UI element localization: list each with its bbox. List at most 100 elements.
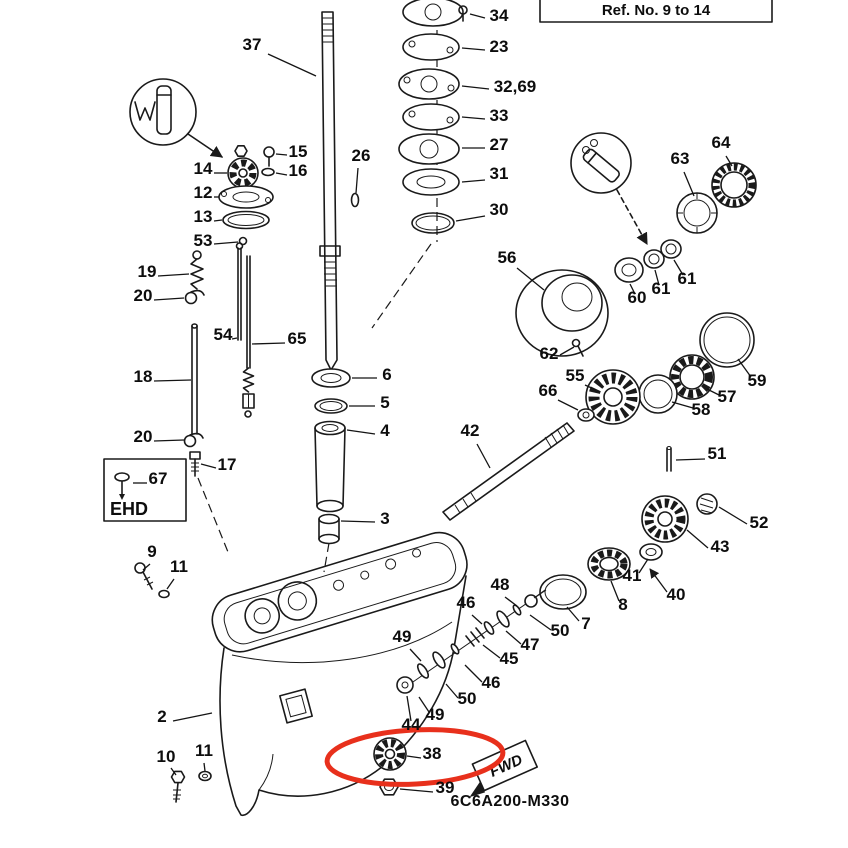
part-label-9: 9 [147, 542, 156, 561]
part-label-50: 50 [458, 689, 477, 708]
ref-note-box: Ref. No. 9 to 14 [539, 0, 773, 23]
leader-line-30 [455, 215, 486, 222]
part-label-15: 15 [289, 142, 308, 161]
leader-line-8 [610, 580, 620, 602]
part-label-37: 37 [243, 35, 262, 54]
hardware-row [396, 589, 547, 694]
washer-11-upper [158, 589, 170, 599]
part-label-2: 2 [157, 707, 166, 726]
leader-line-17 [200, 463, 217, 469]
leader-line-44 [406, 695, 412, 722]
leader-line-11 [166, 578, 175, 590]
ref-note-text: Ref. No. 9 to 14 [602, 2, 711, 19]
part-label-56: 56 [498, 248, 517, 267]
part-label-23: 23 [490, 37, 509, 56]
part-label-3: 3 [380, 509, 389, 528]
part-label-63: 63 [671, 149, 690, 168]
ehd-clip-box: EHD [103, 458, 187, 522]
gearcase-body [219, 575, 467, 816]
part-label-4: 4 [380, 421, 390, 440]
leader-line-59 [737, 358, 752, 378]
part-label-41: 41 [623, 566, 642, 585]
part-label-50: 50 [551, 621, 570, 640]
part-label-33: 33 [490, 106, 509, 125]
glue-detail-circle [570, 132, 648, 246]
leader-line-4 [346, 429, 376, 435]
part-label-47: 47 [521, 635, 540, 654]
leader-line-48 [504, 596, 518, 607]
leader-line-50 [445, 683, 459, 699]
pin-26 [350, 192, 360, 208]
grease-arrow [187, 133, 223, 158]
part-label-61: 61 [652, 279, 671, 298]
alignment-dash-1 [371, 243, 432, 329]
part-label-17: 17 [218, 455, 237, 474]
leader-line-16 [275, 172, 288, 176]
leader-line-66 [557, 399, 579, 411]
leader-line-31 [461, 179, 486, 183]
part-label-46: 46 [457, 593, 476, 612]
leader-line-55 [584, 384, 597, 391]
leader-line-46 [471, 614, 483, 625]
fwd-tag: FWD [469, 739, 538, 798]
leader-line-60 [629, 283, 636, 295]
leader-line-38 [406, 755, 422, 759]
leader-line-13 [213, 219, 223, 222]
part-label-16: 16 [289, 161, 308, 180]
leader-line-62 [559, 346, 575, 356]
leader-line-43 [686, 529, 709, 549]
drive-shaft [319, 11, 341, 371]
leader-line-51 [675, 458, 706, 461]
leader-line-61 [673, 259, 684, 276]
glue-tube-icon [582, 148, 620, 183]
forward-gear-group [577, 312, 755, 425]
gear-38 [373, 737, 407, 771]
shift-rod-group [183, 242, 255, 477]
part-label-52: 52 [750, 513, 769, 532]
leader-line-63 [683, 171, 695, 197]
part-label-43: 43 [711, 537, 730, 556]
leader-line-19 [157, 273, 190, 277]
leader-line-45 [482, 644, 501, 659]
fwd-arrow-icon [469, 781, 486, 798]
leader-line-9 [142, 563, 151, 571]
leader-line-47 [505, 630, 522, 645]
leader-line-65 [251, 342, 286, 345]
leader-line-57 [706, 388, 720, 396]
part-label-65: 65 [288, 329, 307, 348]
leader-line-49 [409, 648, 422, 662]
part-code: 6C6A200-M330 [451, 793, 570, 810]
leader-line-41 [638, 558, 649, 574]
part-label-66: 66 [539, 381, 558, 400]
leader-line-11 [203, 762, 206, 772]
nut-11-lower [198, 770, 212, 782]
part-label-7: 7 [581, 614, 590, 633]
part-label-49: 49 [393, 627, 412, 646]
leader-line-15 [275, 153, 288, 156]
part-label-20: 20 [134, 286, 153, 305]
prop-shaft [442, 422, 575, 521]
part-label-42: 42 [461, 421, 480, 440]
leader-line-20 [153, 297, 185, 301]
part-label-39: 39 [436, 778, 455, 797]
leader-line-52 [718, 506, 748, 525]
part-label-18: 18 [134, 367, 153, 386]
part-label-40: 40 [667, 585, 686, 604]
part-label-32,69: 32,69 [494, 77, 537, 96]
part-label-34: 34 [490, 6, 509, 25]
part-label-38: 38 [423, 744, 442, 763]
part-label-61: 61 [678, 269, 697, 288]
leader-line-23 [461, 47, 486, 51]
grease-detail-circle [129, 78, 223, 158]
bearing-carrier-group [515, 162, 757, 357]
part-label-11: 11 [195, 741, 213, 760]
part-label-59: 59 [748, 371, 767, 390]
part-label-51: 51 [708, 444, 727, 463]
alignment-dash-2 [197, 477, 229, 553]
leader-line-33 [461, 116, 486, 120]
part-label-6: 6 [382, 365, 391, 384]
part-label-10: 10 [157, 747, 176, 766]
